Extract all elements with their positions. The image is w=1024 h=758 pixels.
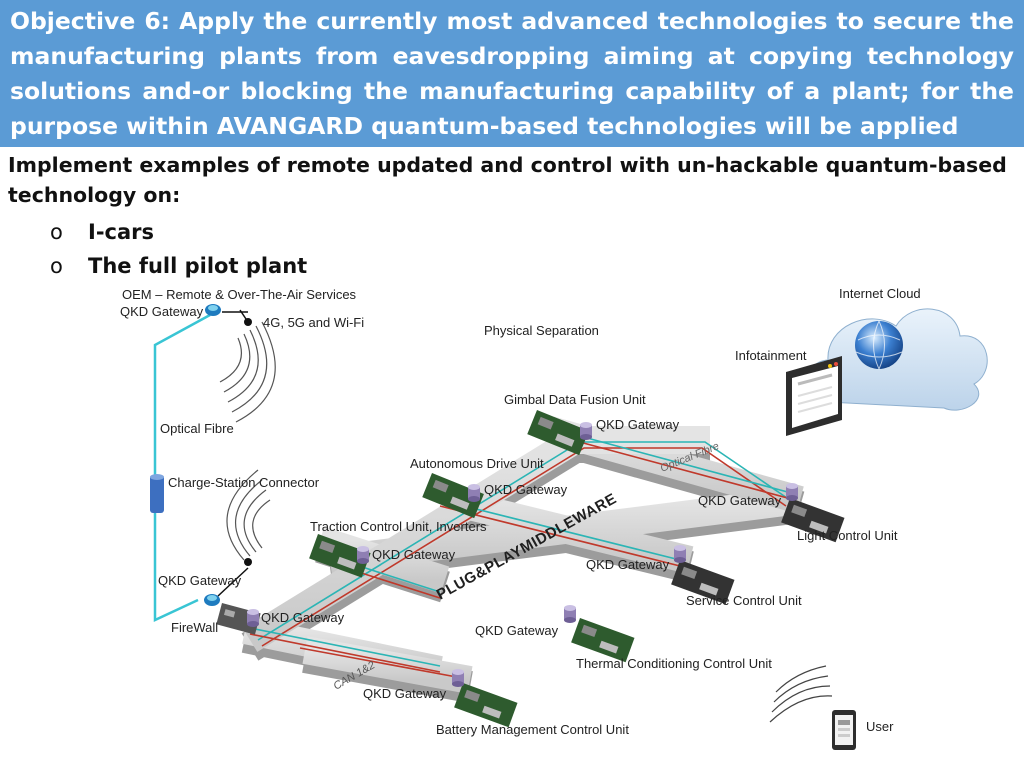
bullet-label: The full pilot plant xyxy=(88,254,308,278)
light-unit-label: Light Control Unit xyxy=(797,528,898,543)
board-traction-icon xyxy=(309,534,371,578)
wireless-waves-icon xyxy=(219,321,276,561)
service-unit-label: Service Control Unit xyxy=(686,593,802,608)
thermal-unit-label: Thermal Conditioning Control Unit xyxy=(576,656,772,671)
objective-line-1: Objective 6: Apply the currently most ad… xyxy=(10,7,1014,35)
qkd-cylinder-icon xyxy=(564,605,576,623)
optical-fibre-label: Optical Fibre xyxy=(160,421,234,436)
board-thermal-icon xyxy=(571,618,635,663)
charge-station-label: Charge-Station Connector xyxy=(168,475,320,490)
antenna-dot-icon xyxy=(244,318,252,326)
internet-cloud-label: Internet Cloud xyxy=(839,286,921,301)
antenna-dot-icon xyxy=(244,558,252,566)
internet-cloud-icon xyxy=(806,308,988,411)
qkd-cylinder-icon xyxy=(580,422,592,440)
qkd-cylinder-icon xyxy=(357,546,369,564)
qkd-thermal-label: QKD Gateway xyxy=(475,623,559,638)
qkd-cylinder-icon xyxy=(247,609,259,627)
traction-unit-label: Traction Control Unit, Inverters xyxy=(310,519,487,534)
qkd-firewall-label: QKD Gateway xyxy=(158,573,242,588)
qkd-battery-label: QKD Gateway xyxy=(363,686,447,701)
user-phone-icon xyxy=(832,710,856,750)
board-light-icon xyxy=(781,498,845,543)
bullet-label: I-cars xyxy=(88,220,155,244)
charge-station-cylinder-icon xyxy=(150,474,164,513)
objective-line-2: manufacturing plants from eavesdropping … xyxy=(10,42,1014,70)
qkd-autonomous-label: QKD Gateway xyxy=(484,482,568,497)
qkd-gimbal-label: QKD Gateway xyxy=(596,417,680,432)
qkd-oem-icon xyxy=(205,304,221,316)
board-battery-icon xyxy=(454,683,518,728)
firewall-label: FireWall xyxy=(171,620,218,635)
user-wireless-waves-icon xyxy=(769,665,833,723)
qkd-firewall-icon xyxy=(204,594,220,606)
infotainment-screen-icon xyxy=(786,356,842,436)
user-label: User xyxy=(866,719,894,734)
qkd-cylinder-icon xyxy=(786,483,798,501)
objective-header: Objective 6: Apply the currently most ad… xyxy=(0,0,1024,147)
qkd-traction-label: QKD Gateway xyxy=(372,547,456,562)
board-autonomous-icon xyxy=(422,473,484,519)
qkd-cylinder-icon xyxy=(674,545,686,563)
qkd-cylinder-icon xyxy=(468,484,480,502)
qkd-light-label: QKD Gateway xyxy=(698,493,782,508)
physical-separation-label: Physical Separation xyxy=(484,323,599,338)
bullet-marker: o xyxy=(50,254,63,278)
battery-unit-label: Battery Management Control Unit xyxy=(436,722,629,737)
objective-line-4: purpose within AVANGARD quantum-based te… xyxy=(10,112,959,140)
qkd-can-label: QKD Gateway xyxy=(261,610,345,625)
wireless-label: 4G, 5G and Wi-Fi xyxy=(263,315,364,330)
gimbal-unit-label: Gimbal Data Fusion Unit xyxy=(504,392,646,407)
bullet-icars: o I-cars xyxy=(50,220,154,244)
objective-line-3: solutions and-or blocking the manufactur… xyxy=(10,77,1014,105)
board-service-icon xyxy=(671,560,735,605)
globe-icon xyxy=(855,321,903,369)
bullet-pilot-plant: o The full pilot plant xyxy=(50,254,307,278)
infotainment-label: Infotainment xyxy=(735,348,807,363)
oem-label: OEM – Remote & Over-The-Air Services xyxy=(122,287,357,302)
qkd-gateway-cylinders xyxy=(247,422,798,687)
circuit-boards xyxy=(216,410,845,728)
qkd-cylinder-icon xyxy=(452,669,464,687)
autonomous-unit-label: Autonomous Drive Unit xyxy=(410,456,544,471)
board-gimbal-icon xyxy=(527,410,589,456)
qkd-service-label: QKD Gateway xyxy=(586,557,670,572)
bullet-marker: o xyxy=(50,220,63,244)
intro-text: Implement examples of remote updated and… xyxy=(8,153,1007,207)
objective-text: Objective 6: Apply the currently most ad… xyxy=(10,4,1014,144)
bus-lines xyxy=(249,427,796,679)
qkd-oem-label: QKD Gateway xyxy=(120,304,204,319)
